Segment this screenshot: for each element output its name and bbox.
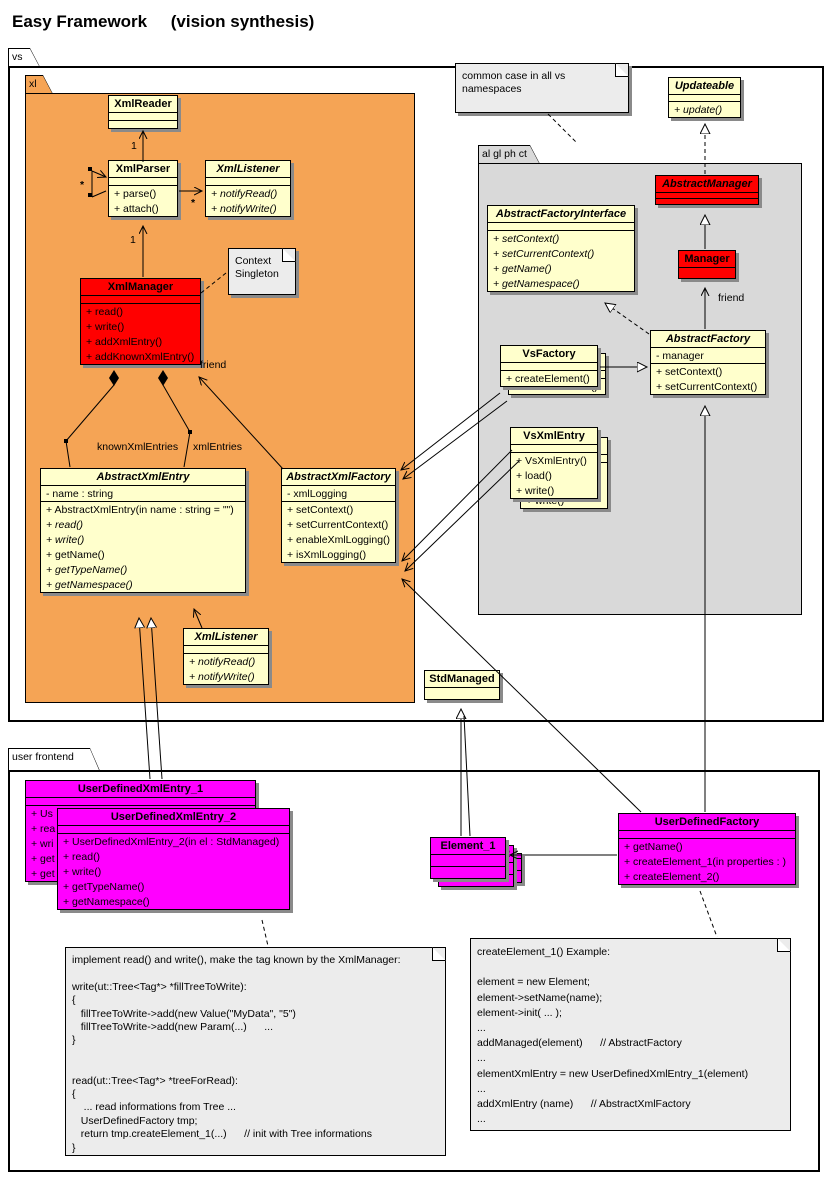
- class-title: XmlManager: [81, 279, 200, 296]
- role-label-known-xml-entries: knownXmlEntries: [97, 441, 179, 453]
- class-title: StdManaged: [425, 671, 499, 688]
- attrs-compartment: [81, 296, 200, 304]
- class-xml-reader[interactable]: XmlReader: [108, 95, 178, 129]
- attrs-compartment: - xmlLogging: [282, 486, 395, 502]
- attrs-compartment: [26, 798, 255, 806]
- attrs-compartment: [619, 831, 795, 839]
- methods-compartment: + AbstractXmlEntry(in name : string = ""…: [46, 504, 234, 591]
- attrs-compartment: - manager: [651, 348, 765, 364]
- note-text: implement read() and write(), make the t…: [72, 954, 401, 1154]
- friend-label: friend: [718, 292, 745, 304]
- methods-compartment: + setContext()+ setCurrentContext()+ get…: [493, 233, 595, 290]
- methods-compartment: + update(): [674, 104, 723, 116]
- class-title: UserDefinedXmlEntry_1: [26, 781, 255, 798]
- multiplicity-label: *: [191, 197, 196, 209]
- package-user-frontend-tab[interactable]: user frontend: [8, 748, 100, 771]
- package-xl-tab[interactable]: xl: [25, 75, 53, 94]
- methods-compartment: [109, 121, 177, 128]
- methods-compartment: [431, 867, 505, 878]
- attrs-compartment: [184, 646, 268, 654]
- attrs-compartment: [109, 178, 177, 186]
- methods-compartment: + setContext()+ setCurrentContext()+ ena…: [287, 504, 391, 561]
- class-title: AbstractFactory: [651, 331, 765, 348]
- role-label-xml-entries: xmlEntries: [193, 441, 243, 453]
- methods-compartment: + Us+ rea+ wri+ get+ get: [31, 808, 56, 880]
- attrs-compartment: [109, 113, 177, 121]
- package-algl-label: al gl ph ct: [479, 146, 539, 163]
- multiplicity-label: 1: [131, 140, 137, 152]
- methods-compartment: + notifyRead()+ notifyWrite(): [189, 656, 256, 683]
- class-title: Manager: [679, 251, 735, 268]
- class-abstract-factory-interface[interactable]: AbstractFactoryInterface + setContext()+…: [487, 205, 635, 292]
- class-std-managed[interactable]: StdManaged: [424, 670, 500, 700]
- methods-compartment: + getName()+ createElement_1(in properti…: [624, 841, 786, 883]
- diagram-title: Easy Framework (vision synthesis): [12, 12, 315, 31]
- attrs-compartment: [511, 445, 597, 453]
- note-text: createElement_1() Example:element = new …: [477, 946, 749, 1126]
- methods-compartment: + read()+ write()+ addXmlEntry()+ addKno…: [86, 306, 195, 363]
- class-title: AbstractXmlFactory: [282, 469, 395, 486]
- attrs-compartment: [431, 855, 505, 867]
- class-title: VsXmlEntry: [511, 428, 597, 445]
- class-xml-parser[interactable]: XmlParser + parse()+ attach(): [108, 160, 178, 217]
- class-vs-xml-entry[interactable]: VsXmlEntry + VsXmlEntry()+ load()+ write…: [510, 427, 598, 499]
- class-title: XmlParser: [109, 161, 177, 178]
- class-title: UserDefinedFactory: [619, 814, 795, 831]
- class-xml-manager[interactable]: XmlManager + read()+ write()+ addXmlEntr…: [80, 278, 201, 365]
- attrs-compartment: [669, 95, 740, 102]
- class-user-defined-factory[interactable]: UserDefinedFactory + getName()+ createEl…: [618, 813, 796, 885]
- methods-compartment: [656, 199, 758, 204]
- methods-compartment: + setContext()+ setCurrentContext(): [656, 366, 758, 393]
- class-title: AbstractManager: [656, 176, 758, 193]
- class-title: UserDefinedXmlEntry_2: [58, 809, 289, 826]
- class-abstract-xml-entry[interactable]: AbstractXmlEntry - name : string + Abstr…: [40, 468, 246, 593]
- methods-compartment: + createElement(): [506, 373, 590, 385]
- class-title: AbstractXmlEntry: [41, 469, 245, 486]
- package-algl-tab[interactable]: al gl ph ct: [478, 145, 540, 164]
- methods-compartment: + notifyRead()+ notifyWrite(): [211, 188, 278, 215]
- attrs-compartment: [488, 223, 634, 231]
- package-user-frontend-label: user frontend: [9, 749, 99, 770]
- class-abstract-xml-factory[interactable]: AbstractXmlFactory - xmlLogging + setCon…: [281, 468, 396, 563]
- note-create-element-example[interactable]: createElement_1() Example:element = new …: [470, 938, 791, 1131]
- class-title: XmlListener: [206, 161, 290, 178]
- multiplicity-label: 1: [130, 234, 136, 246]
- class-user-defined-xml-entry-2[interactable]: UserDefinedXmlEntry_2 + UserDefinedXmlEn…: [57, 808, 290, 910]
- attrs-compartment: [501, 363, 597, 371]
- note-implement-read-write[interactable]: implement read() and write(), make the t…: [65, 947, 446, 1156]
- attrs-compartment: [656, 193, 758, 199]
- methods-compartment: + UserDefinedXmlEntry_2(in el : StdManag…: [63, 836, 280, 908]
- class-xml-listener-top[interactable]: XmlListener + notifyRead()+ notifyWrite(…: [205, 160, 291, 217]
- attrs-compartment: [58, 826, 289, 834]
- class-manager[interactable]: Manager: [678, 250, 736, 279]
- methods-compartment: + parse()+ attach(): [114, 188, 159, 215]
- class-title: AbstractFactoryInterface: [488, 206, 634, 223]
- attrs-compartment: [679, 268, 735, 278]
- class-abstract-manager[interactable]: AbstractManager: [655, 175, 759, 205]
- multiplicity-label: *: [80, 179, 85, 191]
- class-title: XmlListener: [184, 629, 268, 646]
- attrs-compartment: [206, 178, 290, 186]
- class-abstract-factory[interactable]: AbstractFactory - manager + setContext()…: [650, 330, 766, 395]
- class-element-1[interactable]: Element_1: [430, 837, 506, 879]
- class-title: Element_1: [431, 838, 505, 855]
- friend-label: friend: [200, 359, 227, 371]
- class-title: XmlReader: [109, 96, 177, 113]
- package-vs-label: vs: [9, 49, 39, 66]
- class-updateable[interactable]: Updateable + update(): [668, 77, 741, 118]
- methods-compartment: + VsXmlEntry()+ load()+ write(): [516, 455, 587, 497]
- class-vs-factory[interactable]: VsFactory + createElement(): [500, 345, 598, 387]
- attrs-compartment: [425, 688, 499, 699]
- class-xml-listener-bottom[interactable]: XmlListener + notifyRead()+ notifyWrite(…: [183, 628, 269, 685]
- class-title: Updateable: [669, 78, 740, 95]
- attrs-compartment: - name : string: [41, 486, 245, 502]
- package-vs-tab[interactable]: vs: [8, 48, 40, 67]
- class-title: VsFactory: [501, 346, 597, 363]
